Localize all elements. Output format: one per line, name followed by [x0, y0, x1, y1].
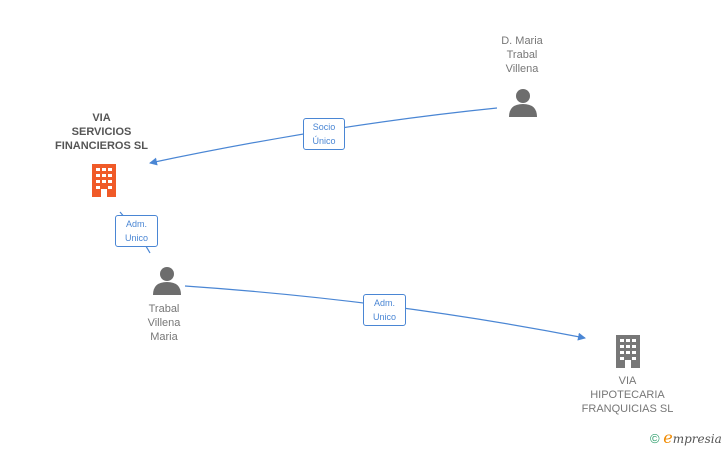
- node-label-via-hipotecaria[interactable]: VIA HIPOTECARIA FRANQUICIAS SL: [570, 374, 685, 416]
- edge-label-line: Único: [312, 136, 336, 146]
- node-label-via-servicios[interactable]: VIA SERVICIOS FINANCIEROS SL: [44, 111, 159, 153]
- logo-e: e: [663, 428, 673, 447]
- copyright-icon: ©: [650, 431, 660, 446]
- empresia-logo: © empresia: [650, 428, 722, 447]
- building-icon[interactable]: [89, 163, 119, 197]
- node-label-line: VIA: [618, 375, 637, 387]
- edge-label-line: Socio: [312, 122, 336, 132]
- edge-label-adm-unico[interactable]: Adm. Unico: [115, 215, 158, 247]
- node-label-line: Villena: [147, 317, 181, 329]
- node-label-line: Trabal: [506, 49, 538, 61]
- node-label-line: FRANQUICIAS SL: [581, 403, 674, 415]
- edge-label-line: Unico: [372, 312, 396, 322]
- edge-label-line: Adm.: [125, 219, 147, 229]
- node-label-line: VIA: [92, 112, 111, 124]
- edge-label-adm-unico[interactable]: Adm. Unico: [363, 294, 406, 326]
- edge-label-line: Adm.: [373, 298, 395, 308]
- edge-label-line: Unico: [124, 233, 148, 243]
- node-label-line: Villena: [505, 63, 539, 75]
- node-label-line: SERVICIOS: [71, 126, 132, 138]
- person-icon[interactable]: [508, 88, 538, 118]
- node-label-maria[interactable]: D. Maria Trabal Villena: [482, 34, 562, 76]
- node-label-line: Trabal: [148, 303, 180, 315]
- logo-text: mpresia: [672, 432, 722, 446]
- node-label-line: HIPOTECARIA: [590, 389, 665, 401]
- node-label-line: D. Maria: [501, 35, 543, 47]
- person-icon[interactable]: [152, 266, 182, 296]
- edge-label-socio-unico[interactable]: Socio Único: [303, 118, 345, 150]
- node-label-line: Maria: [150, 331, 178, 343]
- node-label-line: FINANCIEROS SL: [55, 140, 148, 152]
- building-icon[interactable]: [613, 334, 643, 368]
- node-label-trabal[interactable]: Trabal Villena Maria: [124, 302, 204, 344]
